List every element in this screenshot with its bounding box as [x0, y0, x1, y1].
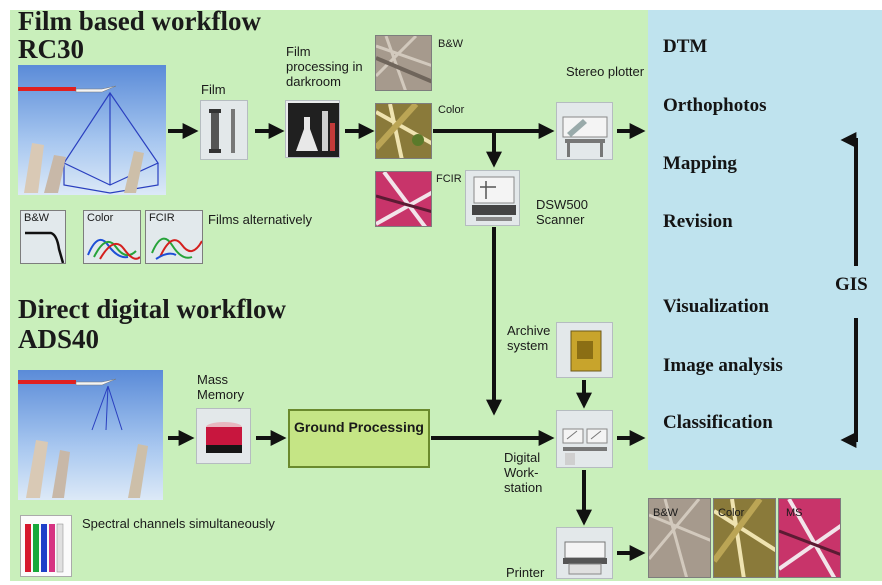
archive-system-label: Archive system	[507, 323, 551, 353]
fcir-film-curve-icon: FCIR	[145, 210, 203, 264]
output-color-thumbnail	[713, 498, 776, 578]
product-revision: Revision	[663, 211, 733, 232]
output-bw-thumbnail	[648, 498, 711, 578]
digital-workflow-title: Direct digital workflow	[18, 294, 286, 324]
color-image-thumbnail	[375, 103, 432, 159]
ground-processing-box: Ground Processing	[288, 409, 430, 468]
dsw500-scanner-icon	[465, 170, 520, 226]
digital-workstation-icon	[556, 410, 613, 468]
digital-workstation-label: Digital Work- station	[504, 450, 543, 495]
fcir-label: FCIR	[436, 173, 462, 185]
films-alternatively-label: Films alternatively	[208, 212, 313, 227]
product-dtm: DTM	[663, 36, 708, 57]
bw-film-curve-icon: B&W	[20, 210, 66, 264]
arrow-gis-up	[840, 132, 858, 266]
stereo-plotter-label: Stereo plotter	[566, 64, 645, 79]
products-panel	[648, 10, 882, 470]
bw-image-thumbnail	[375, 35, 432, 91]
rc30-aerial-icon	[18, 65, 166, 195]
film-processing-label: Film processing in darkroom	[286, 44, 363, 89]
fcir-image-thumbnail	[375, 171, 432, 227]
film-workflow-title: Film based workflow	[18, 6, 261, 36]
color-label: Color	[438, 104, 465, 116]
film-roll-icon	[200, 100, 248, 160]
gis-label: GIS	[835, 274, 868, 295]
arrow-gis-down	[840, 318, 858, 448]
output-color-label: Color	[718, 507, 745, 519]
color-film-curve-icon: Color	[83, 210, 141, 264]
film-label: Film	[201, 82, 226, 97]
ads40-label: ADS40	[18, 324, 100, 354]
spectral-channels-label: Spectral channels simultaneously	[82, 516, 275, 531]
mass-memory-icon	[196, 408, 251, 464]
output-ms-label: MS	[786, 507, 803, 519]
spectral-channels-icon	[20, 515, 72, 577]
ads40-aerial-icon	[18, 370, 163, 500]
product-visualization: Visualization	[663, 296, 769, 317]
rc30-label: RC30	[18, 34, 84, 64]
stereo-plotter-icon	[556, 102, 613, 160]
product-classification: Classification	[663, 412, 773, 433]
printer-label: Printer	[506, 565, 545, 580]
darkroom-icon	[285, 100, 340, 158]
product-mapping: Mapping	[663, 153, 737, 174]
dsw500-scanner-label: DSW500 Scanner	[536, 197, 589, 227]
archive-system-icon	[556, 322, 613, 378]
product-orthophotos: Orthophotos	[663, 95, 767, 116]
bw-label: B&W	[438, 38, 464, 50]
printer-icon	[556, 527, 613, 579]
mass-memory-label: Mass Memory	[197, 372, 244, 402]
output-bw-label: B&W	[653, 507, 679, 519]
output-ms-thumbnail	[778, 498, 841, 578]
product-image-analysis: Image analysis	[663, 355, 783, 376]
